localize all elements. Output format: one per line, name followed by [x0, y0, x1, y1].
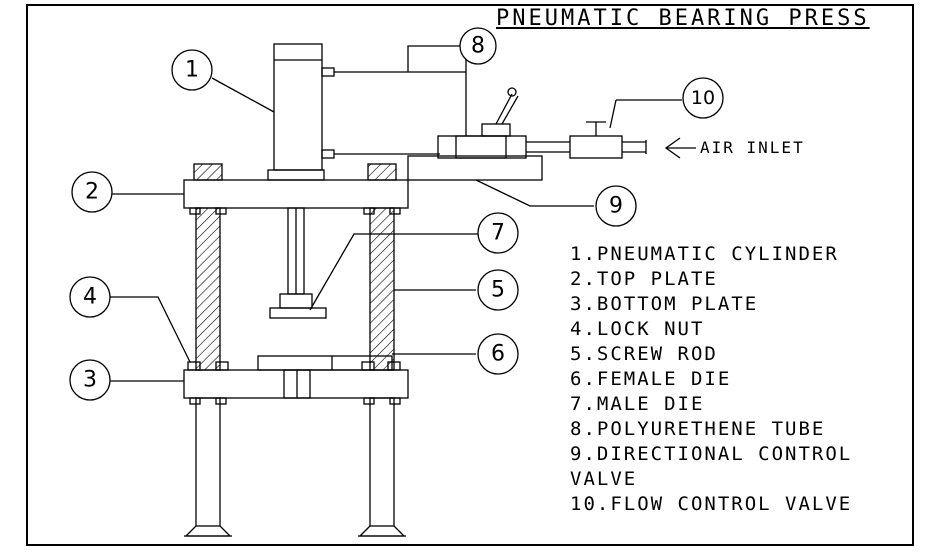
callout-2: 2 [85, 180, 99, 205]
leader-lines [110, 77, 682, 382]
callout-5: 5 [491, 278, 505, 303]
drawing-frame [26, 4, 914, 546]
callout-1: 1 [185, 58, 199, 83]
callout-9: 9 [609, 194, 623, 219]
legend-item-4: 4.LOCK NUT [570, 318, 705, 340]
pneumatic-cylinder [267, 43, 466, 181]
legend-item-3: 3.BOTTOM PLATE [570, 293, 759, 315]
callout-10: 10 [691, 87, 715, 109]
legend-item-10: 10.FLOW CONTROL VALVE [570, 493, 853, 515]
legend-item-8: 8.POLYURETHENE TUBE [570, 418, 826, 440]
callout-7: 7 [491, 221, 505, 246]
air-pipe [526, 140, 647, 154]
stand-legs [184, 397, 406, 537]
lock-nuts [187, 163, 401, 371]
callout-labels: 1 2 3 4 5 6 7 8 9 10 [83, 34, 715, 393]
legend-item-9: 9.DIRECTIONAL CONTROL [570, 443, 853, 465]
bottom-plate [183, 369, 409, 405]
polyurethene-tube [407, 45, 467, 136]
flow-control-valve [569, 121, 623, 159]
legend-item-9-cont: VALVE [570, 468, 638, 490]
parts-legend: 1.PNEUMATIC CYLINDER 2.TOP PLATE 3.BOTTO… [570, 242, 852, 517]
air-inlet-arrow [664, 137, 696, 159]
legend-item-5: 5.SCREW ROD [570, 343, 718, 365]
diagram-title: PNEUMATIC BEARING PRESS [496, 6, 870, 31]
legend-item-7: 7.MALE DIE [570, 393, 705, 415]
callout-4: 4 [83, 285, 97, 310]
callout-circles [69, 27, 724, 401]
legend-item-1: 1.PNEUMATIC CYLINDER [570, 243, 839, 265]
legend-item-6: 6.FEMALE DIE [570, 368, 732, 390]
callout-3: 3 [83, 368, 97, 393]
legend-item-2: 2.TOP PLATE [570, 268, 718, 290]
male-die [269, 207, 327, 319]
directional-control-valve [407, 87, 543, 181]
screw-rods [195, 207, 395, 371]
air-inlet-label: AIR INLET [700, 138, 805, 157]
callout-6: 6 [491, 342, 505, 367]
callout-8: 8 [471, 34, 485, 59]
